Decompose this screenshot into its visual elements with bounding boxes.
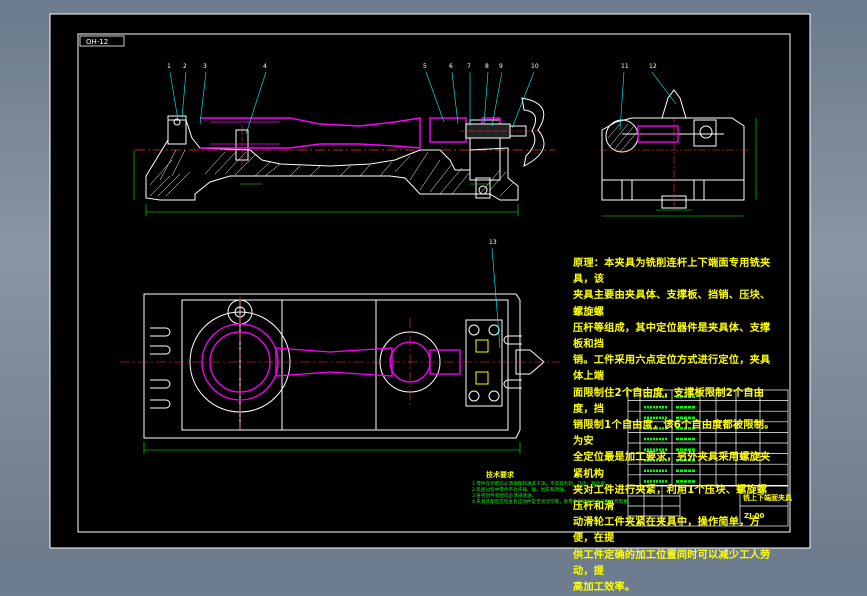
leader-number: 4 <box>263 63 267 70</box>
principle-note: 原理：本夹具为铣削连杆上下端面专用铣夹具，该夹具主要由夹具体、支撑板、挡销、压块… <box>573 256 775 596</box>
principle-note-line: 压杆等组成，其中定位器件是夹具体、支撑板和挡 <box>573 322 771 351</box>
plan-yellow-parts <box>475 339 489 385</box>
leader-line <box>491 71 503 127</box>
principle-note-line: 高加工效率。 <box>573 582 636 594</box>
principle-note-line: 供工件定确的加工位置同时可以减少工人劳动，提 <box>573 549 771 577</box>
tech-requirement-item: 1.零件在装配前必须清理和清洗干净，不得有毛刺、飞边、氧化皮。 <box>472 482 610 487</box>
cad-viewport: OH-12 <box>49 13 811 593</box>
code-box <box>79 35 125 47</box>
leader-line <box>451 71 459 125</box>
leader-number: 6 <box>449 63 453 70</box>
principle-note-line: 动滑轮工件夹紧在夹具中，操作简单，方便，在提 <box>573 517 760 545</box>
principle-note-line: 销。工件采用六点定位方式进行定位，夹具体上端 <box>573 355 771 383</box>
leader-number: 13 <box>489 239 497 246</box>
leader-line <box>169 71 179 121</box>
front-dimensions <box>133 150 519 216</box>
tech-requirement-item: 4.夹具装配后应检查各运动件是否灵活可靠，各零件安装后不允许有卡死现象。 <box>472 499 633 505</box>
principle-note-lines: 原理：本夹具为铣削连杆上下端面专用铣夹具，该夹具主要由夹具体、支撑板、挡销、压块… <box>573 256 775 596</box>
front-workpiece <box>200 117 501 149</box>
principle-note-line: 全定位最是加工要求，另外夹具采用螺旋夹紧机构 <box>573 452 771 480</box>
leader-line <box>619 71 625 131</box>
tech-requirements-items: 1.零件在装配前必须清理和清洗干净，不得有毛刺、飞边、氧化皮。2.装配过程中零件… <box>472 482 633 506</box>
principle-note-line: 面限制住2个自由度，支撑板限制2个自由度，挡 <box>573 387 765 415</box>
leader-line <box>491 247 501 349</box>
tech-requirements-title: 技术要求 <box>486 471 514 479</box>
code-box-text: OH-12 <box>86 38 108 46</box>
front-leaders <box>169 71 535 135</box>
title-block-name: 铣上下端面夹具 <box>743 494 792 502</box>
plan-workpiece <box>201 323 461 401</box>
leader-number: 2 <box>183 63 187 70</box>
plan-dimensions <box>143 442 521 454</box>
front-clamp-handle <box>460 97 545 167</box>
principle-note-line: 销限制1个自由度，该6个自由度都被限制。为安 <box>573 420 775 448</box>
front-view <box>135 115 555 201</box>
leader-number: 1 <box>167 63 171 70</box>
principle-note-line: 夹对工件进行夹紧，利用1个压块、螺旋螺压杆和滑 <box>573 484 768 513</box>
side-dimensions <box>602 118 757 217</box>
leader-number: 5 <box>423 63 427 70</box>
side-workpiece <box>637 125 679 143</box>
leader-number: 11 <box>621 63 629 70</box>
tech-requirement-item: 2.装配过程中零件不允许磕、碰、划伤和锈蚀。 <box>472 487 569 493</box>
principle-note-line: 原理：本夹具为铣削连杆上下端面专用铣夹具，该 <box>573 258 771 286</box>
leader-line <box>511 71 535 129</box>
leader-number: 8 <box>485 63 489 70</box>
leader-number: 9 <box>499 63 503 70</box>
leader-line <box>483 71 489 125</box>
leader-line <box>651 71 677 105</box>
leader-line <box>425 71 445 123</box>
side-leaders <box>619 71 677 131</box>
leader-number: 3 <box>203 63 207 70</box>
drawing-sheet: OH-12 <box>49 13 811 549</box>
title-block-drawing-no: ZJ-00 <box>744 512 765 520</box>
leader-line <box>245 71 267 135</box>
title-block <box>627 485 789 527</box>
plan-leaders <box>491 247 501 349</box>
leader-number: 10 <box>531 63 539 70</box>
principle-note-line: 夹具主要由夹具体、支撑板、挡销、压块、螺旋螺 <box>573 290 771 318</box>
sheet-background <box>49 13 811 549</box>
tech-requirement-item: 3.各密封件装配前必须浸透油。 <box>472 493 537 499</box>
leader-line <box>199 71 207 125</box>
plan-view <box>120 293 560 439</box>
leader-number: 12 <box>649 63 657 70</box>
parts-list <box>627 389 789 487</box>
leader-number: 7 <box>467 63 471 70</box>
tech-requirements: 技术要求 1.零件在装配前必须清理和清洗干净，不得有毛刺、飞边、氧化皮。2.装配… <box>472 470 633 506</box>
leader-line <box>181 71 187 119</box>
inner-border <box>77 33 791 533</box>
